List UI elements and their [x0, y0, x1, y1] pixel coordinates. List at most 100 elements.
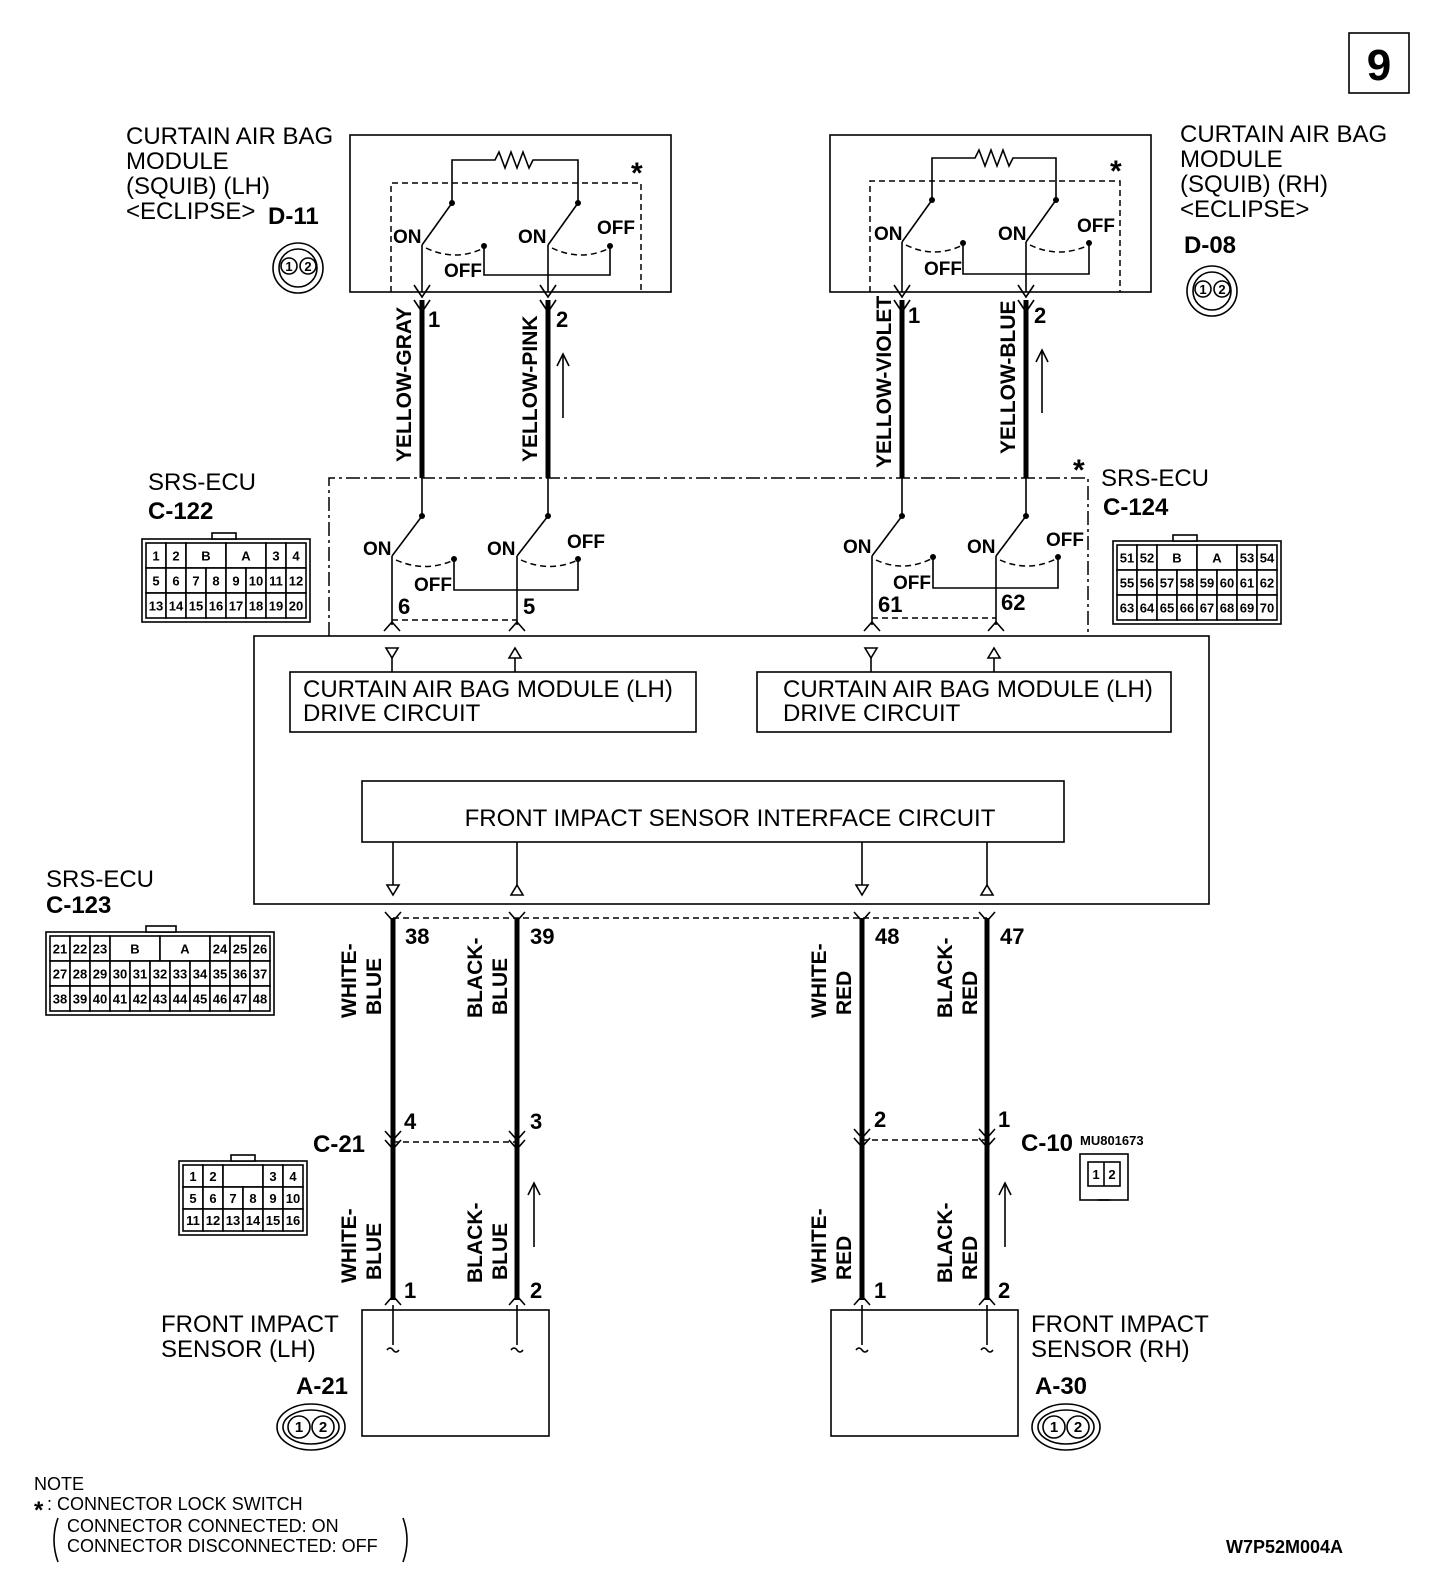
connector-a30-code: A-30 — [1035, 1373, 1087, 1400]
wire-color-yellow-gray: YELLOW-GRAY — [393, 307, 416, 462]
connector-pin-label: 12 — [289, 574, 303, 589]
wire-pin-lh-1: 1 — [428, 307, 440, 332]
wire-pin-rh-2: 2 — [1034, 303, 1046, 328]
svg-text:ON: ON — [393, 227, 422, 248]
curtain-rh-line4: <ECLIPSE> — [1180, 196, 1309, 223]
svg-text:BLACK-: BLACK- — [464, 938, 487, 1018]
wire-color-yellow-pink: YELLOW-PINK — [519, 315, 542, 462]
svg-text:OFF: OFF — [1077, 216, 1115, 237]
drive-circuit-lh: CURTAIN AIR BAG MODULE (LH) DRIVE CIRCUI… — [289, 671, 697, 733]
connector-pin-label: 23 — [93, 942, 107, 957]
connector-pin-label: 8 — [212, 574, 219, 589]
front-impact-sensor-rh: FRONT IMPACT SENSOR (RH) A-30 1 2 — [830, 1305, 1209, 1451]
svg-text:WHITE-: WHITE- — [808, 943, 831, 1018]
connector-pin-label: 9 — [269, 1191, 276, 1206]
connector-pin-cell — [249, 985, 271, 1012]
svg-text:SENSOR (LH): SENSOR (LH) — [161, 1336, 316, 1363]
connector-d11-code: D-11 — [268, 203, 319, 230]
wire-label-white-red-upper: WHITE- RED — [808, 943, 856, 1018]
connector-pin-label: 3 — [269, 1169, 276, 1184]
connector-pin-label: 10 — [249, 574, 263, 589]
svg-text:FRONT IMPACT: FRONT IMPACT — [1031, 1311, 1209, 1338]
connector-pin-label: 66 — [1180, 601, 1194, 616]
connector-pin-label: 59 — [1200, 576, 1214, 591]
connector-pin-label: 30 — [113, 967, 127, 982]
connector-pin-label: 17 — [229, 599, 243, 614]
curtain-lh-line1: CURTAIN AIR BAG — [126, 123, 333, 150]
svg-text:ON: ON — [487, 539, 516, 560]
svg-text:WHITE-: WHITE- — [338, 1208, 361, 1283]
note-title: NOTE — [34, 1474, 84, 1494]
connector-pin-label: 14 — [169, 599, 184, 614]
ecu-switches-rh: ON ON OFF OFF 61 62 — [843, 513, 1084, 632]
c10-pin-2: 2 — [874, 1107, 886, 1132]
svg-text:OFF: OFF — [444, 261, 482, 282]
note: NOTE * : CONNECTOR LOCK SWITCH CONNECTOR… — [34, 1474, 408, 1563]
curtain-lh-line2: MODULE — [126, 148, 229, 175]
connector-pin-label: 2 — [172, 549, 179, 564]
connector-pin-label: 34 — [193, 967, 208, 982]
curtain-lh-line4: <ECLIPSE> — [126, 198, 255, 225]
front-impact-interface-circuit: FRONT IMPACT SENSOR INTERFACE CIRCUIT — [361, 780, 1065, 897]
connector-pin-label: 8 — [249, 1191, 256, 1206]
c123-ecu-name: SRS-ECU — [46, 866, 154, 893]
connector-pin-label: 1 — [189, 1169, 196, 1184]
svg-text:ON: ON — [967, 537, 996, 558]
connector-a30-icon: 1 2 — [1031, 1403, 1101, 1451]
connector-pin-label: 45 — [193, 992, 207, 1007]
connector-pin-label: 27 — [53, 967, 67, 982]
svg-text:ON: ON — [843, 537, 872, 558]
connector-pin-label: 20 — [289, 599, 303, 614]
ecu-pin-47: 47 — [1000, 924, 1024, 949]
connector-d08-code: D-08 — [1184, 232, 1236, 259]
c10-code: C-10 — [1021, 1130, 1073, 1157]
wire-pin-rh-1: 1 — [908, 303, 920, 328]
ecu-pin-62: 62 — [1001, 590, 1025, 615]
connector-pin-label: 2 — [209, 1169, 216, 1184]
svg-text:OFF: OFF — [1046, 530, 1084, 551]
connector-pin-label: 19 — [269, 599, 283, 614]
connector-pin-label: 69 — [1240, 601, 1254, 616]
sensor-lh-pin-2: 2 — [530, 1278, 542, 1303]
connector-pin-label: 29 — [93, 967, 107, 982]
connector-pin-label: 13 — [226, 1213, 240, 1228]
curtain-rh-line1: CURTAIN AIR BAG — [1180, 121, 1387, 148]
svg-text:OFF: OFF — [924, 259, 962, 280]
connector-pin-label: 5 — [189, 1191, 196, 1206]
wire-label-black-blue-lower: BLACK- BLUE — [464, 1203, 512, 1283]
svg-text:CURTAIN AIR BAG MODULE (LH): CURTAIN AIR BAG MODULE (LH) — [303, 676, 673, 703]
note-disconnected: CONNECTOR DISCONNECTED: OFF — [67, 1536, 378, 1556]
connector-pin-label: 63 — [1120, 601, 1134, 616]
drive-circuit-rh: CURTAIN AIR BAG MODULE (LH) DRIVE CIRCUI… — [756, 671, 1172, 733]
connector-pin-label: 58 — [1180, 576, 1194, 591]
svg-text:ON: ON — [874, 224, 903, 245]
curtain-module-lh: CURTAIN AIR BAG MODULE (SQUIB) (LH) <ECL… — [126, 123, 672, 294]
connector-pin-label: A — [241, 549, 251, 564]
svg-text:OFF: OFF — [414, 575, 452, 596]
connector-pin-label: 10 — [286, 1191, 300, 1206]
connector-pin-cell — [109, 935, 161, 962]
svg-text:DRIVE CIRCUIT: DRIVE CIRCUIT — [783, 700, 961, 727]
connector-pin-label: 21 — [53, 942, 67, 957]
connector-pin-label: 3 — [272, 549, 279, 564]
svg-text:ON: ON — [518, 227, 547, 248]
c123-code: C-123 — [46, 892, 111, 919]
svg-text:1: 1 — [1050, 1419, 1058, 1436]
connector-pin-cell — [282, 1208, 304, 1232]
connector-pin-label: 36 — [233, 967, 247, 982]
connector-pin-label: 48 — [253, 992, 267, 1007]
lock-switch-mark-d08: * — [1110, 155, 1122, 188]
connector-pin-label: 54 — [1260, 551, 1275, 566]
connector-pin-label: 16 — [209, 599, 223, 614]
connector-pin-label: 26 — [253, 942, 267, 957]
svg-text:BLUE: BLUE — [489, 1223, 512, 1280]
connector-pin-label: 52 — [1140, 551, 1154, 566]
note-connected: CONNECTOR CONNECTED: ON — [67, 1516, 339, 1536]
svg-text:RED: RED — [959, 971, 982, 1015]
wire-color-yellow-violet: YELLOW-VIOLET — [873, 296, 896, 468]
connector-pin-label: 44 — [173, 992, 188, 1007]
wire-label-black-blue-upper: BLACK- BLUE — [464, 938, 512, 1018]
